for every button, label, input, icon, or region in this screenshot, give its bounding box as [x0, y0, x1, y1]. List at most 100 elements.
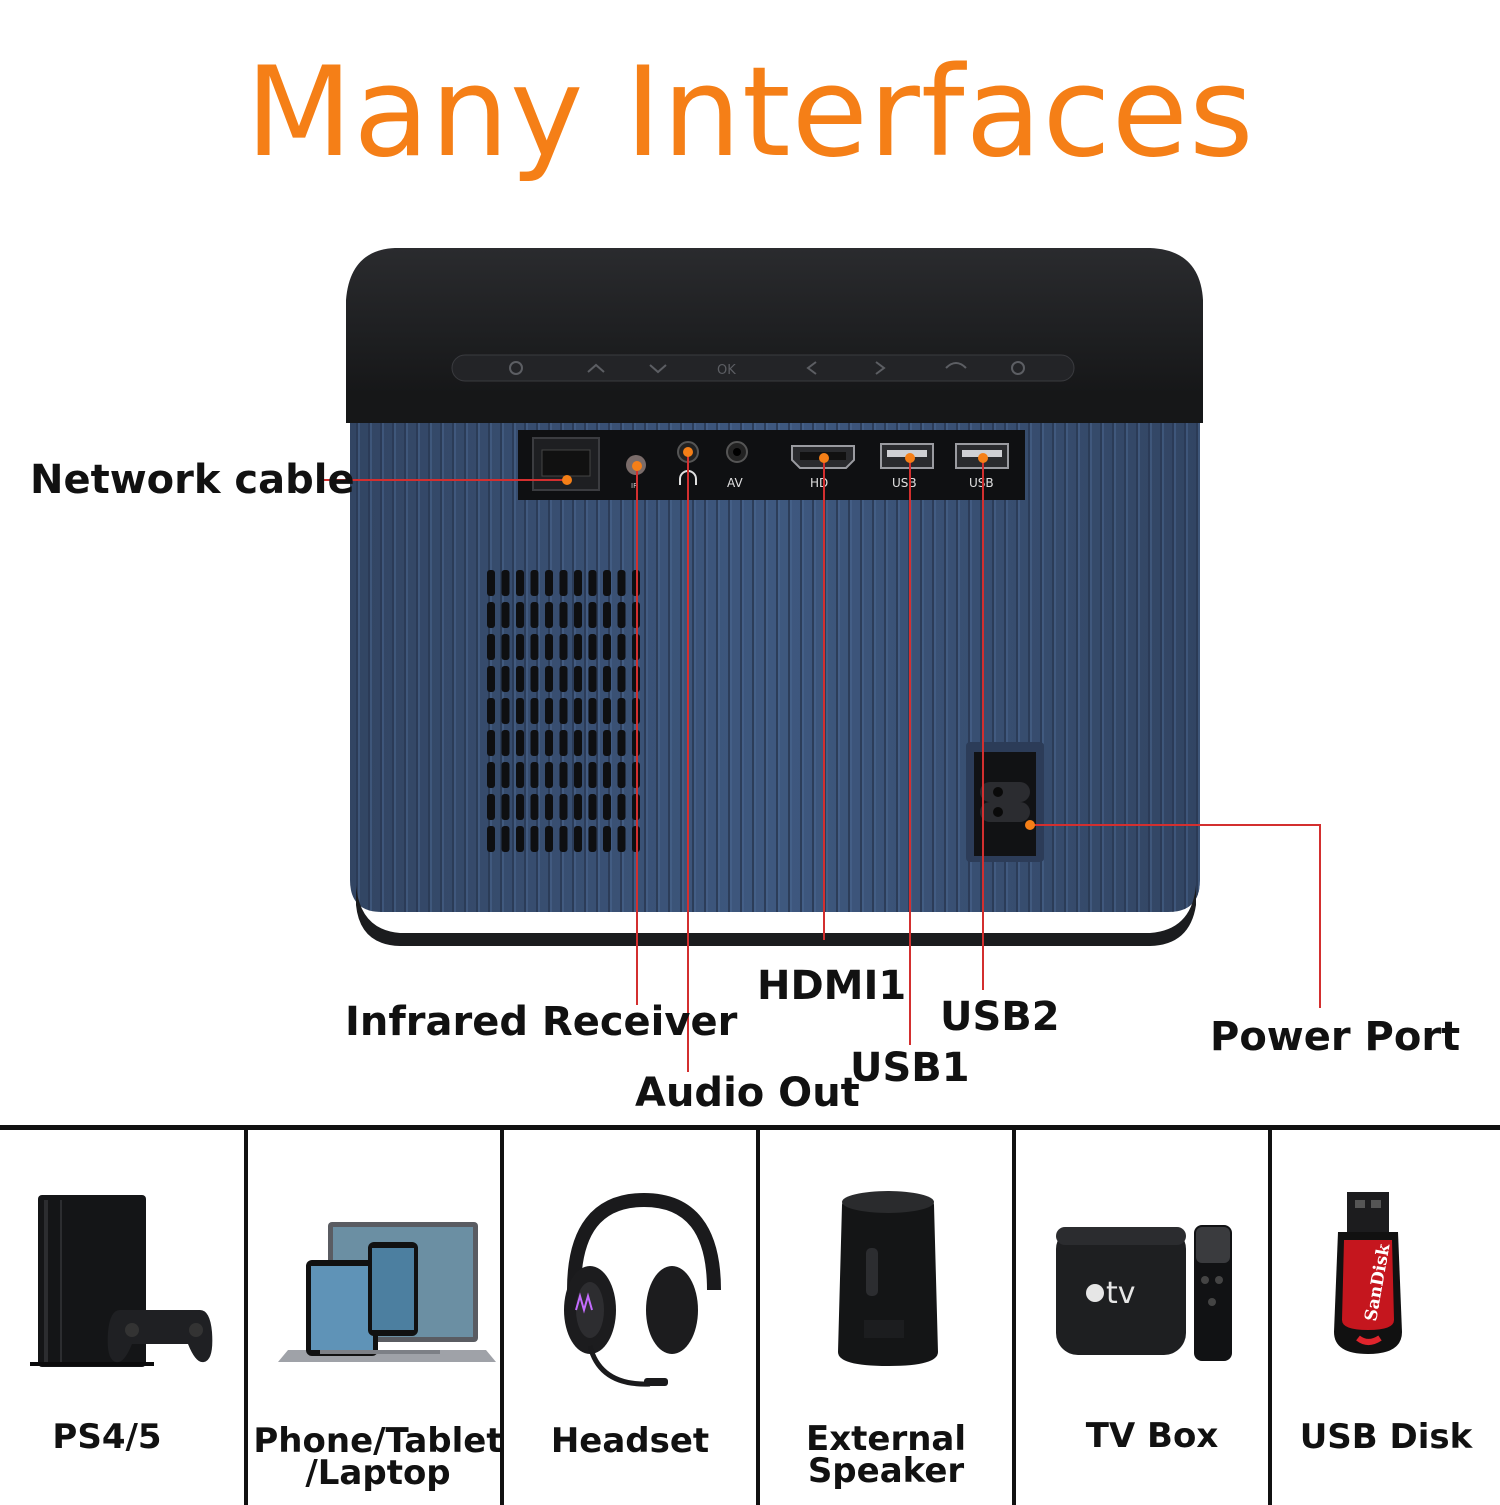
vent-slot — [603, 666, 611, 692]
projector-lid — [346, 248, 1203, 423]
device-label-line2: Speaker — [807, 1451, 965, 1491]
vent-slot — [545, 634, 553, 660]
power-socket[interactable] — [966, 742, 1044, 862]
device-label-line1: External — [805, 1419, 967, 1459]
vent-grille — [487, 570, 640, 852]
vent-slot — [574, 826, 582, 852]
vent-slot — [545, 826, 553, 852]
vent-slot — [530, 826, 539, 852]
device-label: PS4/5 — [52, 1417, 162, 1457]
vent-slot — [603, 570, 611, 596]
vent-slot — [603, 602, 611, 628]
svg-text:tv: tv — [1106, 1276, 1136, 1311]
vent-slot — [559, 698, 568, 724]
label-usb2: USB2 — [940, 994, 1060, 1040]
vent-slot — [559, 666, 568, 692]
callouts — [318, 452, 1321, 1072]
svg-text:USB: USB — [969, 476, 994, 490]
vent-slot — [603, 762, 611, 788]
device-usb-disk: SanDisk USB Disk — [1272, 1130, 1500, 1505]
vent-slot — [603, 698, 611, 724]
vent-slot — [574, 698, 582, 724]
down-icon[interactable] — [649, 364, 667, 374]
vent-slot — [501, 826, 510, 852]
vent-slot — [588, 570, 597, 596]
vent-slot — [574, 602, 582, 628]
device-ps: PS4/5 — [0, 1130, 244, 1505]
vent-slot — [501, 602, 510, 628]
speaker-icon — [838, 1191, 938, 1366]
device-label-line2: /Laptop — [305, 1453, 451, 1493]
callout-dots — [562, 447, 1035, 830]
vent-slot — [501, 794, 510, 820]
vent-slot — [487, 602, 495, 628]
vent-slot — [545, 602, 553, 628]
vent-slot — [617, 794, 626, 820]
vent-slot — [588, 762, 597, 788]
port-panel: IR AV HD USB USB — [518, 430, 1025, 500]
compatible-devices: PS4/5 Phone/Tablet /Laptop Headset — [0, 1125, 1500, 1505]
vent-slot — [574, 570, 582, 596]
vent-slot — [617, 666, 626, 692]
menu-icon[interactable] — [1011, 361, 1025, 375]
vent-slot — [516, 730, 524, 756]
device-tv-box: tv TV Box — [1016, 1130, 1268, 1505]
device-label: USB Disk — [1299, 1417, 1473, 1457]
vent-slot — [603, 826, 611, 852]
vent-slot — [516, 602, 524, 628]
left-icon[interactable] — [806, 361, 817, 375]
svg-text:AV: AV — [727, 476, 743, 490]
vent-slot — [617, 698, 626, 724]
vent-slot — [559, 730, 568, 756]
game-console-icon — [30, 1195, 213, 1367]
vent-slot — [588, 666, 597, 692]
vent-slot — [545, 730, 553, 756]
vent-slot — [487, 666, 495, 692]
vent-slot — [530, 634, 539, 660]
headset-icon — [564, 1192, 721, 1387]
vent-slot — [617, 762, 626, 788]
vent-slot — [559, 762, 568, 788]
vent-slot — [530, 794, 539, 820]
right-icon[interactable] — [875, 361, 886, 375]
vent-slot — [501, 762, 510, 788]
ok-icon[interactable]: OK — [717, 363, 736, 378]
vent-slot — [559, 634, 568, 660]
vent-slot — [588, 794, 597, 820]
vent-slot — [588, 602, 597, 628]
device-headset: Headset — [504, 1130, 756, 1505]
label-power-port: Power Port — [1210, 1014, 1461, 1060]
vent-slot — [487, 634, 495, 660]
vent-slot — [559, 602, 568, 628]
laptop-icon — [278, 1222, 496, 1362]
up-icon[interactable] — [587, 363, 605, 373]
svg-text:IR: IR — [631, 482, 638, 490]
vent-slot — [530, 570, 539, 596]
back-icon[interactable] — [945, 362, 967, 369]
svg-text:HD: HD — [810, 476, 828, 490]
vent-slot — [574, 730, 582, 756]
device-label: TV Box — [1085, 1416, 1219, 1456]
vent-slot — [603, 634, 611, 660]
vent-slot — [487, 570, 495, 596]
power-icon[interactable] — [509, 361, 523, 375]
vent-slot — [487, 794, 495, 820]
vent-slot — [559, 794, 568, 820]
label-network-cable: Network cable — [30, 457, 355, 503]
vent-slot — [617, 730, 626, 756]
vent-slot — [516, 570, 524, 596]
vent-slot — [530, 762, 539, 788]
vent-slot — [487, 762, 495, 788]
vent-slot — [545, 762, 553, 788]
vent-slot — [516, 634, 524, 660]
vent-slot — [545, 698, 553, 724]
label-audio-out: Audio Out — [635, 1070, 860, 1116]
device-label: Headset — [550, 1421, 710, 1461]
vent-slot — [617, 570, 626, 596]
vent-slot — [545, 570, 553, 596]
label-usb1: USB1 — [850, 1045, 970, 1091]
vent-slot — [545, 794, 553, 820]
vent-slot — [530, 602, 539, 628]
vent-slot — [588, 730, 597, 756]
vent-slot — [588, 634, 597, 660]
